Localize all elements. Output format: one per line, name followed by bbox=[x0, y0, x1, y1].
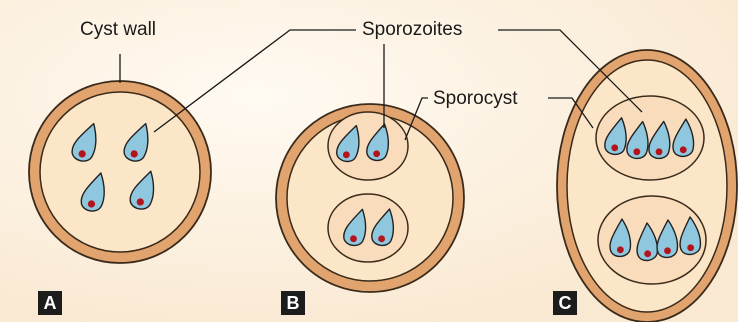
sporozoite-nucleus bbox=[656, 148, 663, 155]
label-cyst-wall: Cyst wall bbox=[78, 19, 158, 41]
label-sporozoites: Sporozoites bbox=[360, 19, 464, 41]
label-sporocyst: Sporocyst bbox=[431, 88, 519, 110]
panel-tag-c: C bbox=[553, 291, 577, 315]
sporocyst-b-bottom bbox=[328, 194, 408, 262]
panel-tag-a: A bbox=[38, 291, 62, 315]
panel-a bbox=[29, 81, 211, 263]
panel-b bbox=[276, 104, 464, 292]
panel-c bbox=[557, 50, 737, 322]
panel-tag-b: B bbox=[281, 291, 305, 315]
